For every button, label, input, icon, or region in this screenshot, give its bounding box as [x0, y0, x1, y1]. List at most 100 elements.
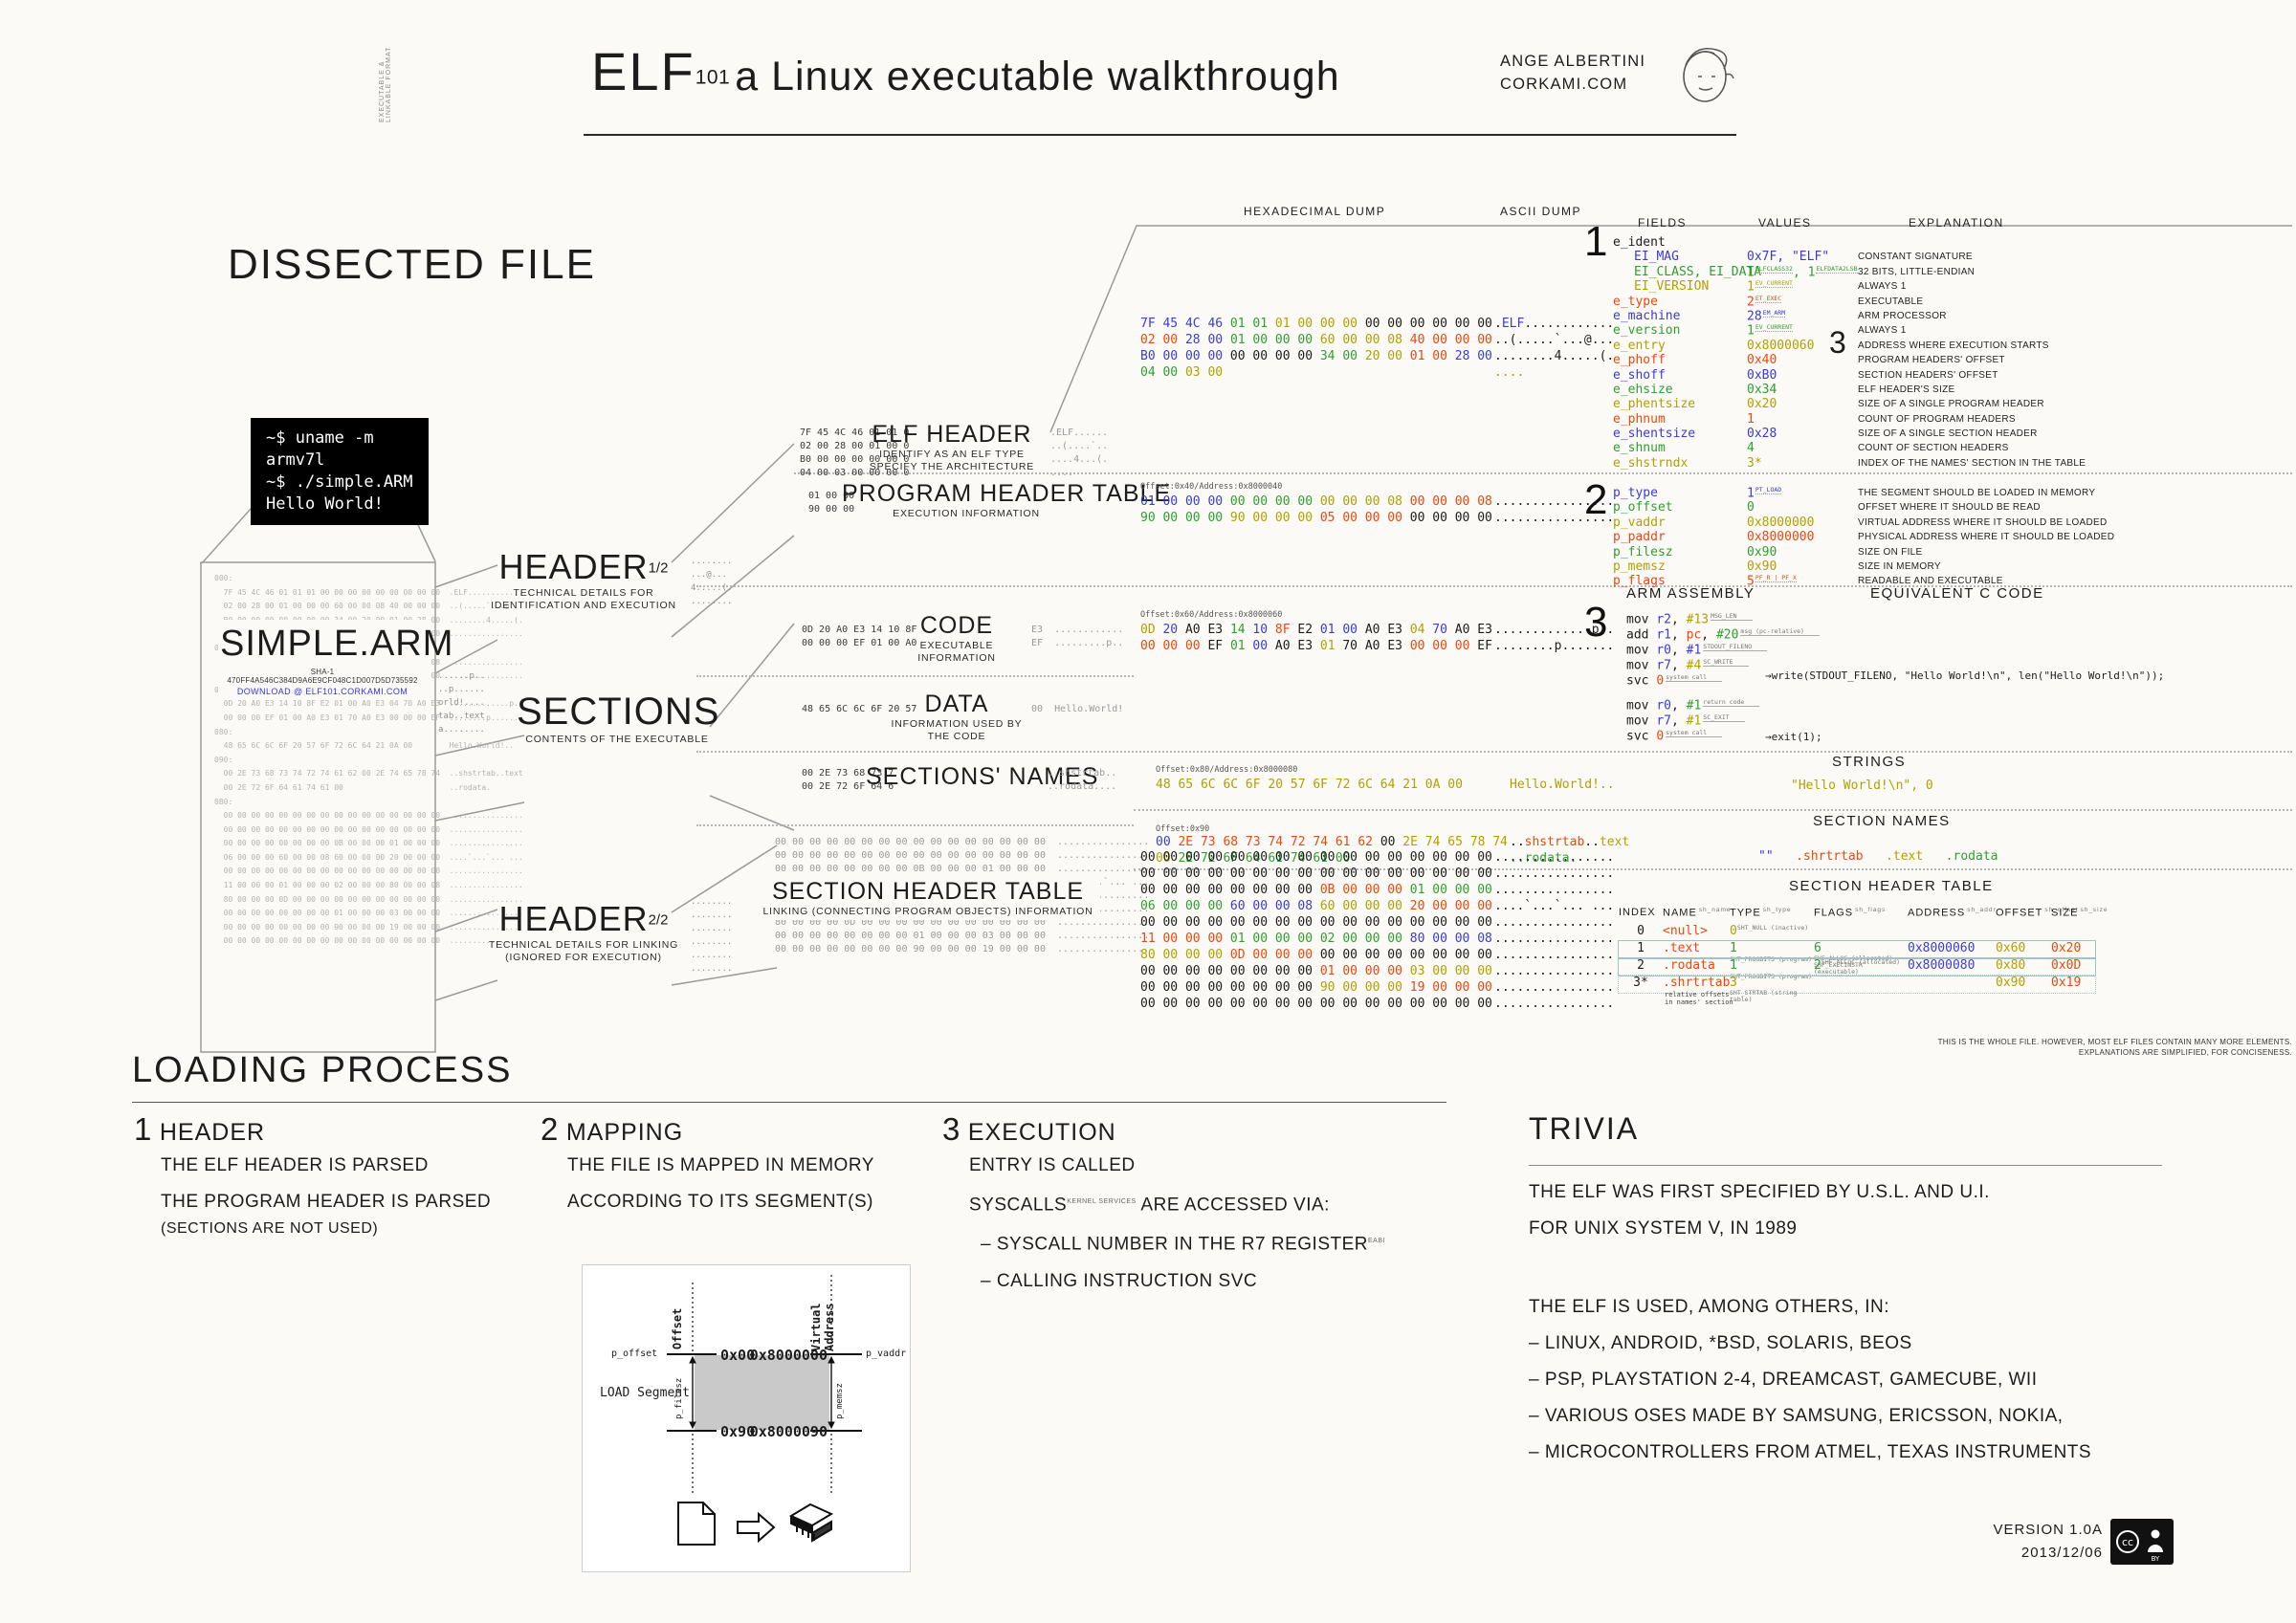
field-explanation: SIZE ON FILE — [1858, 546, 1923, 558]
text-span: r1 — [1656, 627, 1671, 643]
by-glyph: BY — [2152, 1555, 2160, 1563]
header-1-2-title: HEADER — [498, 547, 649, 586]
text-span: ................ — [1494, 511, 1615, 525]
hex-dump-row: 00 2E 73 68 73 74 72 74 61 62 00 2E 74 6… — [1156, 834, 1629, 850]
download-link[interactable]: DOWNLOAD @ ELF101.CORKAMI.COM — [236, 687, 408, 696]
file-hexdump-line: 000: — [214, 574, 233, 582]
ascii-bytes: ................ — [1494, 914, 1614, 931]
mini-hex-line: EF .........p.. — [1031, 638, 1124, 648]
value-text: 0x8000060 — [1747, 338, 1815, 353]
text-span: 0D — [1140, 623, 1163, 637]
text-span: , — [1670, 612, 1687, 627]
asm-annotation: STDOUT_FILENO — [1703, 643, 1768, 651]
data-part: DATA INFORMATION USED BY THE CODE — [890, 691, 1024, 743]
frag-line: 4.....(. — [691, 583, 733, 593]
ascii-bytes: ..rodata. — [1510, 850, 1577, 866]
page-title: ELF101 a Linux executable walkthrough — [591, 40, 1340, 102]
arrow-icon — [737, 1511, 776, 1544]
text-span: 01 00 00 00 — [1229, 932, 1320, 946]
sht-cell: 2 — [1637, 958, 1645, 973]
mini-hex-line: .ELF...... — [1050, 428, 1109, 438]
file-name: SIMPLE.ARM — [220, 624, 454, 664]
strings-offset-label: Offset:0x80/Address:0x8000080 — [1156, 765, 1298, 775]
code-offset-label: Offset:0x60/Address:0x8000060 — [1140, 610, 1283, 620]
text-span: add — [1626, 627, 1657, 643]
vaddr-axis-label: Virtual Address — [809, 1303, 836, 1351]
frag-line: ........ — [691, 597, 733, 606]
footnote-line: EXPLANATIONS ARE SIMPLIFIED, FOR CONCISE… — [2078, 1048, 2292, 1057]
version-label: VERSION 1.0A — [1993, 1522, 2103, 1538]
footnote-line: THIS IS THE WHOLE FILE. HOWEVER, MOST EL… — [1937, 1038, 2292, 1046]
trivia-paragraph-1: THE ELF WAS FIRST SPECIFIED BY U.S.L. AN… — [1529, 1174, 1990, 1247]
file-hexdump-line: 00 00 00 00 00 00 00 00 00 00 00 00 00 0… — [214, 936, 523, 946]
caption-line: TECHNICAL DETAILS FOR — [513, 587, 654, 599]
hex-bytes: 7F 45 4C 46 01 01 01 00 00 00 00 00 00 0… — [1140, 316, 1494, 332]
hex-dump-row: 02 00 28 00 01 00 00 00 60 00 00 08 40 0… — [1140, 332, 1614, 348]
file-hexdump-line: 48 65 6C 6C 6F 20 57 6F 72 6C 64 21 0A 0… — [214, 741, 515, 751]
text-span: 00 — [1335, 851, 1351, 866]
c-code-write: →write(STDOUT_FILENO, "Hello World!\n", … — [1765, 669, 2165, 682]
text-span: #1 — [1686, 698, 1702, 713]
text-span: mov — [1626, 698, 1657, 713]
text-span: ........4.....(. — [1494, 349, 1615, 363]
text-span: 00 00 00 00 — [1229, 494, 1320, 509]
field-explanation: COUNT OF SECTION HEADERS — [1858, 443, 2009, 454]
sht-cell: 1SHT_PROGBITS (program) — [1730, 958, 1814, 987]
sht-col-sup: sh_name — [1698, 907, 1732, 913]
asm-code: svc 0 — [1626, 729, 1664, 743]
mini-hex-line: ....4...(. — [1050, 454, 1109, 465]
mini-hex-line: E3 ............ — [1031, 625, 1124, 635]
text-span: A0 E3 — [1364, 623, 1410, 637]
field-explanation: 32 BITS, LITTLE-ENDIAN — [1858, 266, 1976, 277]
field-name: e_shoff — [1613, 367, 1666, 383]
hex-bytes: 06 00 00 00 60 00 00 08 60 00 00 00 20 0… — [1140, 898, 1494, 914]
asm-annotation: system call — [1666, 729, 1723, 737]
author-portrait-sketch — [1683, 48, 1734, 102]
field-value: 0x20 — [1747, 397, 1777, 411]
text-span: 80 00 00 08 — [1409, 932, 1492, 946]
sht-col-header: INDEX — [1619, 907, 1656, 918]
explanation-col-header: EXPLANATION — [1909, 216, 2004, 230]
field-name: e_phoff — [1613, 353, 1666, 368]
file-hexdump-line: 00 00 00 EF 01 00 A0 E3 01 70 A0 E3 00 0… — [214, 713, 523, 722]
hex-dump-row: 00 00 00 00 00 00 00 00 0B 00 00 00 01 0… — [1140, 882, 1614, 898]
file-title-block: SIMPLE.ARM SHA-1 470FF4A546C384D9A6E9CF0… — [218, 620, 454, 700]
step-line: THE PROGRAM HEADER IS PARSED — [161, 1192, 492, 1212]
text-span: "" — [1758, 849, 1774, 864]
text-span: r0 — [1656, 643, 1671, 658]
text-span: ........p....... — [1494, 639, 1615, 653]
caption-line: TECHNICAL DETAILS FOR LINKING — [488, 939, 679, 951]
field-name: p_paddr — [1613, 530, 1666, 545]
text-span: 01 — [1274, 317, 1298, 331]
caption-line: SPECIFY THE ARCHITECTURE — [869, 461, 1035, 472]
loading-rule — [132, 1102, 1446, 1103]
text-span: svc — [1626, 673, 1657, 689]
text-span: mov — [1626, 612, 1657, 627]
frag-line: ........ — [691, 557, 733, 566]
hex-dump-row: 04 00 03 00.... — [1140, 364, 1614, 381]
text-span: A0 E3 — [1184, 623, 1230, 637]
trivia-line: THE ELF WAS FIRST SPECIFIED BY U.S.L. AN… — [1529, 1182, 1990, 1202]
hex-dump-row: 00 00 00 00 00 00 00 00 00 00 00 00 00 0… — [1140, 914, 1614, 931]
file-hexdump-line: 06 00 00 00 60 00 00 08 60 00 00 00 20 0… — [214, 852, 523, 862]
sht-cell: 6SHF_ALLOC (allocated)SHF_EXECINSTR (exe… — [1814, 941, 1908, 982]
hex-dump-row: 00 00 00 00 00 00 00 00 00 00 00 00 00 0… — [1140, 996, 1614, 1012]
text-span: pc — [1686, 627, 1702, 643]
field-explanation: EXECUTABLE — [1858, 296, 1924, 307]
text-span: text — [1599, 835, 1630, 849]
marker-2: 2 — [1584, 476, 1608, 523]
text-span: , — [1701, 627, 1716, 643]
field-value: 0x90 — [1747, 545, 1777, 559]
ascii-bytes: ..(.....`...@... — [1494, 332, 1614, 348]
field-value: 1ELFCLASS32, 1ELFDATA2LSB — [1747, 264, 1858, 279]
asm-code: mov r0, #1 — [1626, 698, 1701, 713]
hex-dump-row: B0 00 00 00 00 00 00 00 34 00 20 00 01 0… — [1140, 348, 1614, 364]
names-hexdump: 00 2E 73 68 73 74 72 74 61 62 00 2E 74 6… — [1156, 834, 1629, 866]
title-rest: a Linux executable walkthrough — [735, 54, 1340, 99]
asm-code: mov r2, #13 — [1626, 612, 1709, 626]
ascii-bytes: ................ — [1494, 996, 1614, 1012]
mini-hex-line: B0 00 00 00 00 00 0 — [800, 454, 910, 465]
hex-bytes: 48 65 6C 6C 6F 20 57 6F 72 6C 64 21 0A 0… — [1156, 777, 1510, 793]
